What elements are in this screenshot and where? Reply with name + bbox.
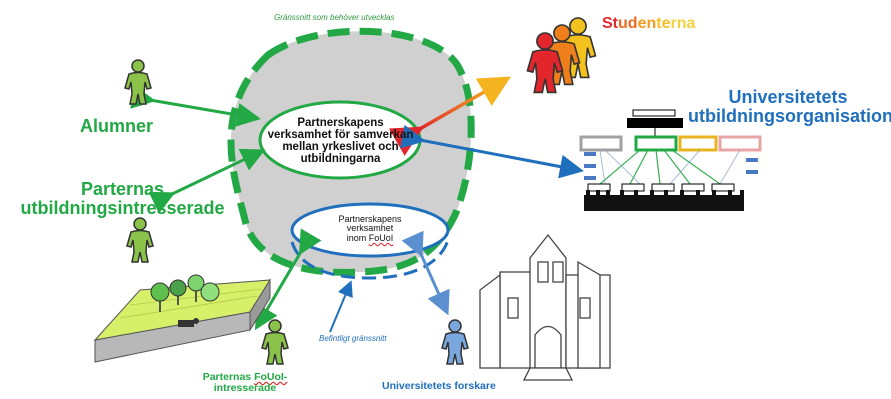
organization-chart-icon — [579, 109, 762, 211]
parternas-fouol-person-icon — [261, 319, 289, 365]
studenterna-letter: n — [676, 15, 687, 32]
partnership-fouol-text-1: Partnerskapens verksamhet inom — [338, 214, 402, 243]
parternas-fouol-text-3: intresserade — [213, 382, 277, 395]
alumner-label: Alumner — [80, 116, 154, 136]
university-building-icon — [479, 233, 611, 381]
studenterna-letter: e — [661, 15, 671, 32]
univ-forskare-label: Universitetets forskare — [382, 380, 496, 392]
studenterna-letter: e — [637, 15, 647, 32]
interface-needed-label: Gränssnitt som behöver utvecklas — [274, 13, 395, 22]
studenterna-icon — [526, 17, 597, 94]
studenterna-letter: n — [646, 15, 657, 32]
studenterna-letter: t — [612, 15, 618, 32]
parternas-utb-label: Parternas utbildningsintresserade — [20, 179, 225, 218]
studenterna-letter: r — [670, 15, 677, 32]
field-with-trees-icon — [93, 274, 271, 363]
arrow-alumner — [130, 85, 261, 127]
forskare-person-icon — [441, 319, 469, 365]
existing-interface-pointer — [329, 280, 353, 333]
parternas-fouol-text-1: Parternas — [202, 371, 255, 383]
studenterna-letter: a — [686, 15, 696, 32]
parternas-fouol-label: Parternas FoUoI- intresserade — [190, 371, 300, 395]
univ-utb-org-label: Universitetets utbildningsorganisation — [688, 87, 891, 126]
studenterna-letter: t — [656, 15, 662, 32]
arrow-parternas-fouol — [254, 228, 322, 331]
studenterna-letter: S — [602, 15, 613, 32]
studenterna-label: Studenterna — [602, 15, 696, 33]
existing-interface-label: Befintligt gränssnitt — [319, 334, 387, 343]
parternas-utb-person-icon — [126, 217, 154, 263]
arrow-utbildningsorganisation — [400, 124, 584, 179]
studenterna-letter: d — [627, 15, 638, 32]
arrow-studenterna — [388, 76, 512, 156]
partnership-fouol-label: Partnerskapens verksamhet inom FoUoI — [320, 214, 420, 243]
alumner-person-icon — [124, 59, 152, 105]
parternas-fouol-text-2: FoUoI- — [254, 371, 288, 383]
studenterna-letter: u — [618, 15, 628, 32]
arrow-parternas-utb — [148, 148, 266, 214]
partnership-fouol-text-2: FoUoI — [368, 232, 394, 243]
partnership-main-label: Partnerskapens verksamhet för samverkan … — [267, 117, 414, 166]
arrow-forskare — [401, 230, 450, 316]
